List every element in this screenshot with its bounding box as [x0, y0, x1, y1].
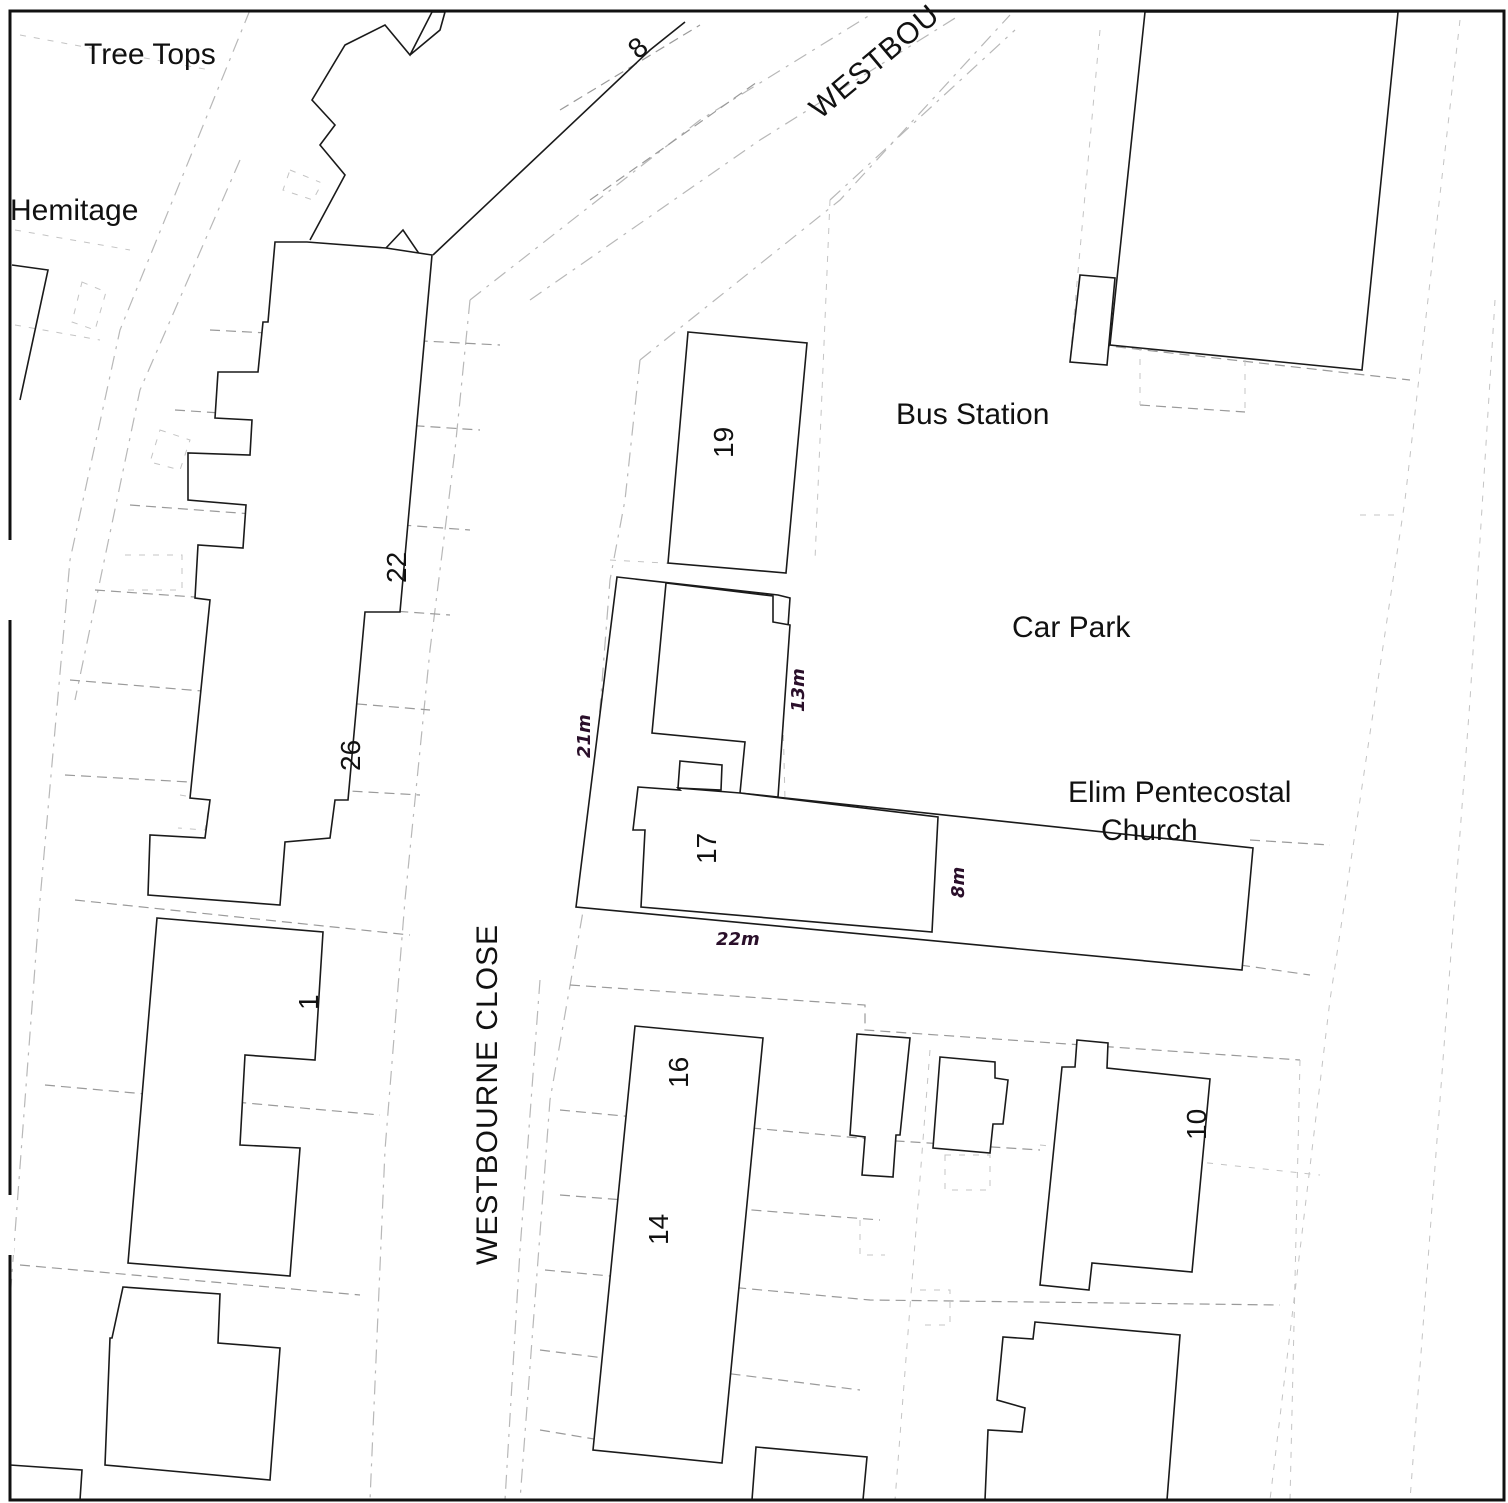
house-number-1: 1 [293, 994, 324, 1010]
map-frame [8, 9, 1506, 1502]
building-small-a [849, 1033, 911, 1178]
building-house-1 [127, 917, 324, 1277]
label-church-line1: Elim Pentecostal [1068, 776, 1291, 809]
label-bus-station: Bus Station [896, 398, 1049, 431]
building-bus-station-annex [1069, 274, 1116, 366]
dimension-22m: 22m [716, 929, 760, 950]
house-number-14: 14 [643, 1214, 674, 1245]
buildings [9, 11, 1399, 1501]
dimension-13m: 13m [788, 668, 809, 712]
house-number-8: 8 [622, 31, 654, 65]
building-top-cluster [309, 11, 447, 241]
building-house-19 [667, 331, 808, 574]
building-house-bottom-left [104, 1286, 281, 1481]
street-label-westbourne-top: WESTBOU [803, 0, 946, 125]
house-number-16: 16 [663, 1057, 694, 1088]
house-number-19: 19 [708, 427, 739, 458]
label-car-park: Car Park [1012, 611, 1131, 644]
house-number-26: 26 [335, 740, 366, 771]
house-number-22: 22 [381, 552, 412, 583]
building-bus-station [1109, 11, 1399, 371]
house-number-10: 10 [1181, 1109, 1212, 1140]
building-bottom-middle [751, 1446, 868, 1501]
building-bottom-right [984, 1321, 1181, 1501]
building-house-10 [1039, 1039, 1211, 1291]
street-label-westbourne-close: WESTBOURNE CLOSE [471, 924, 504, 1265]
building-17-main [632, 786, 939, 933]
dimension-21m: 21m [574, 714, 595, 758]
building-small-b [932, 1056, 1009, 1154]
building-terrace-16-14 [592, 1025, 764, 1464]
map-labels: Tree Tops Hemitage Bus Station Car Park … [10, 0, 1291, 1265]
label-church-line2: Church [1101, 814, 1198, 847]
label-tree-tops: Tree Tops [84, 38, 216, 71]
building-17-annex [677, 760, 723, 791]
dimension-8m: 8m [948, 867, 969, 898]
house-number-17: 17 [691, 833, 722, 864]
building-terrace-22-26 [147, 241, 433, 906]
label-hemitage: Hemitage [10, 194, 138, 227]
